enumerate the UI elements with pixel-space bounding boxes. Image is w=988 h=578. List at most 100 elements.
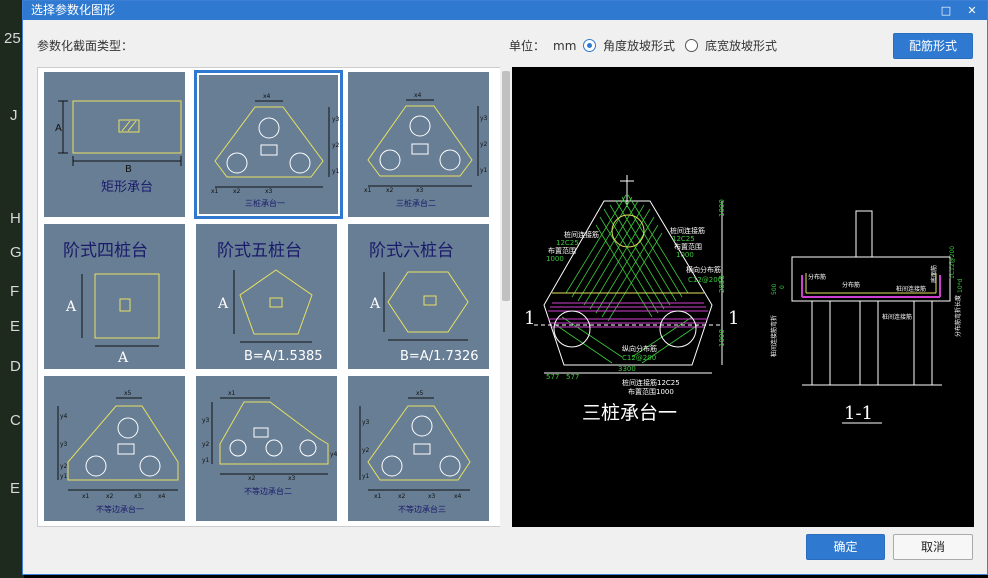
cad-label: 布置范围 (674, 242, 702, 251)
cad-label: 布置范围 (548, 246, 576, 255)
shape-cell-three-pile-two[interactable]: x4 x1 x2 x3 y1 y2 y3 三桩承台二 (348, 72, 489, 217)
gallery-scrollbar[interactable] (500, 67, 512, 527)
dim-label: y2 (332, 142, 340, 149)
shape-cell-unequal-two[interactable]: x1 x2 x3 y1 y2 y3 y4 不等边承台二 (196, 376, 338, 521)
rectangular-cap-icon: A B 矩形承台 (55, 100, 182, 195)
dim-label: y1 (362, 473, 370, 480)
cad-label: 布置范围1000 (628, 387, 674, 396)
cad-label: 577 (566, 373, 579, 381)
dim-a-label: A (117, 350, 129, 366)
step-five-pile-icon: 阶式五桩台 A B=A/1.5385 (217, 241, 323, 364)
preview-main-title: 三桩承台一 (582, 402, 677, 424)
bg-label: G (10, 244, 22, 261)
dim-label: y2 (202, 441, 210, 448)
dim-label: x1 (374, 493, 382, 500)
shape-cell-three-pile-one[interactable]: x4 x1 x2 x3 y1 y2 y3 三桩承台一 (194, 70, 343, 219)
bottom-width-radio[interactable] (685, 39, 698, 52)
cad-label: 500 (771, 283, 778, 295)
cad-label: 1000 (676, 251, 694, 259)
bg-label: E (10, 318, 21, 335)
cell-title: 阶式四桩台 (63, 241, 148, 261)
three-pile-cap-two-icon: x4 x1 x2 x3 y1 y2 y3 三桩承台二 (364, 92, 488, 208)
dim-label: x3 (265, 188, 273, 195)
cad-label: 12C25 (672, 235, 695, 243)
shape-cell-rectangular[interactable]: A B 矩形承台 (44, 72, 185, 217)
cad-label: 0 (779, 285, 786, 289)
bg-label: H (10, 210, 21, 227)
ok-button[interactable]: 确定 (806, 534, 885, 560)
cell-title: 不等边承台一 (96, 504, 144, 514)
toolbar: 参数化截面类型： 单位： mm 角度放坡形式 底宽放坡形式 配筋形式 (23, 31, 987, 61)
dim-label: x1 (211, 188, 219, 195)
cad-label: 577 (546, 373, 559, 381)
preview-drawing: 1 1 桩间连接筋 12C25 布置范围 1000 桩间连接筋 12C25 布置… (524, 175, 964, 424)
dim-label: x3 (288, 475, 296, 482)
shape-cell-step-four-pile[interactable]: 阶式四桩台 A A (44, 224, 185, 369)
cad-label: 1000 (718, 329, 726, 347)
dim-b-label: B (125, 164, 132, 175)
dim-label: y2 (362, 447, 370, 454)
dim-label: x2 (248, 475, 256, 482)
unequal-cap-two-icon: x1 x2 x3 y1 y2 y3 y4 不等边承台二 (202, 390, 338, 496)
dim-a-label: A (55, 123, 62, 134)
cad-label: C12@200 (622, 354, 656, 362)
cell-title: 三桩承台一 (245, 198, 285, 208)
angle-slope-radio[interactable] (583, 39, 596, 52)
cad-label: C12@200 (688, 276, 722, 284)
dim-b-label: B=A/1.7326 (400, 349, 479, 364)
section-mark-right: 1 (728, 308, 739, 329)
shape-cell-unequal-three[interactable]: x5 y1 y2 y3 x1 x2 x3 x4 不等边承台三 (348, 376, 489, 521)
dim-b-label: B=A/1.5385 (244, 349, 323, 364)
bg-label: 25 (4, 30, 21, 47)
cad-label: 12C25 (556, 239, 579, 247)
dim-label: x4 (454, 493, 462, 500)
dim-label: y1 (480, 167, 488, 174)
cad-label: 2858 (718, 275, 726, 293)
cell-title: 阶式五桩台 (217, 241, 302, 261)
dialog-title: 选择参数化图形 (31, 3, 116, 17)
cad-label: 底面筋 (930, 265, 938, 283)
cad-label: 桩间连接筋弯折 (770, 315, 778, 357)
close-icon[interactable]: ✕ (967, 4, 977, 17)
cad-label: 桩间连接筋 (564, 230, 599, 239)
bottom-width-label[interactable]: 底宽放坡形式 (705, 39, 778, 53)
dim-label: y3 (332, 116, 340, 123)
bg-label: J (10, 107, 18, 124)
dim-label: x4 (263, 93, 271, 100)
shape-cell-step-five-pile[interactable]: 阶式五桩台 A B=A/1.5385 (196, 224, 337, 369)
cancel-button[interactable]: 取消 (893, 534, 973, 560)
dim-label: x3 (428, 493, 436, 500)
dim-label: y1 (202, 457, 210, 464)
dim-label: x5 (416, 390, 424, 397)
cad-label: 10*d (957, 278, 964, 293)
cell-title: 矩形承台 (101, 180, 153, 195)
dim-label: x3 (134, 493, 142, 500)
rebar-form-button[interactable]: 配筋形式 (893, 33, 973, 59)
cell-title: 阶式六桩台 (369, 241, 454, 261)
step-six-pile-icon: 阶式六桩台 A B=A/1.7326 (369, 241, 479, 364)
cad-label: 1C12@200 (949, 246, 956, 279)
shape-cell-step-six-pile[interactable]: 阶式六桩台 A B=A/1.7326 (348, 224, 489, 369)
bg-label: D (10, 358, 21, 375)
dim-label: x4 (414, 92, 422, 99)
dim-label: x3 (416, 187, 424, 194)
shape-cell-unequal-one[interactable]: x5 y4 y3 y2 y1 x1 x2 x3 x4 不等边承台一 (44, 376, 185, 521)
dim-label: x2 (398, 493, 406, 500)
dim-label: y3 (362, 419, 370, 426)
cad-label: 桩间连接筋 (896, 285, 926, 293)
dim-label: x1 (228, 390, 236, 397)
cad-label: 横向分布筋 (686, 265, 721, 274)
angle-slope-label[interactable]: 角度放坡形式 (603, 39, 676, 53)
background-app-strip: 25 J H G F E D C E (0, 0, 24, 578)
dim-label: y4 (60, 413, 68, 420)
minimize-icon[interactable]: □ (940, 4, 952, 17)
preview-section-title: 1-1 (844, 403, 873, 424)
three-pile-cap-one-icon: x4 x1 x2 x3 y1 y2 y3 三桩承台一 (211, 93, 340, 208)
bg-label: F (10, 283, 20, 300)
cad-label: 分布筋弯折长度 (954, 295, 962, 337)
cad-label: 桩间连接筋12C25 (622, 378, 680, 387)
dim-a-label: A (217, 296, 229, 312)
dim-label: x2 (386, 187, 394, 194)
scrollbar-thumb[interactable] (502, 71, 510, 301)
dim-label: y1 (332, 168, 340, 175)
